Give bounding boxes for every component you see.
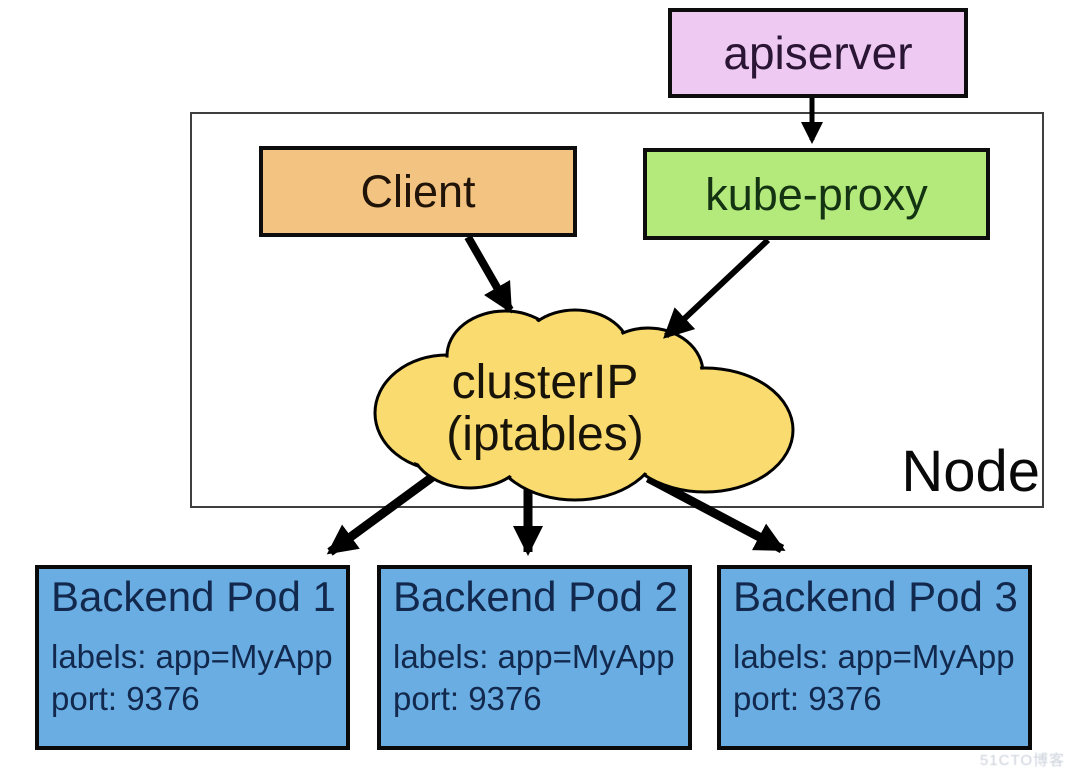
- pod1-labels: labels: app=MyApp: [51, 638, 333, 675]
- pod2-title: Backend Pod 2: [393, 573, 678, 620]
- cloud-fill: [377, 312, 791, 498]
- pod3-port: port: 9376: [733, 680, 882, 717]
- cloud-label-line2: (iptables): [446, 408, 643, 461]
- site-watermark: 51CTO博客: [979, 752, 1065, 769]
- pod1-title: Backend Pod 1: [51, 573, 336, 620]
- arrow-cloud-to-pod3: [645, 474, 786, 553]
- arrow-kubeproxy-to-cloud: [663, 237, 771, 339]
- pod3-title: Backend Pod 3: [733, 573, 1018, 620]
- top-arrows: [464, 98, 823, 339]
- pod2-labels: labels: app=MyApp: [393, 638, 675, 675]
- backend-pod-3-box: Backend Pod 3 labels: app=MyApp port: 93…: [717, 565, 1032, 750]
- clusterip-cloud: clusterIP (iptables): [373, 308, 795, 502]
- pod1-port: port: 9376: [51, 680, 200, 717]
- client-box: Client: [259, 146, 577, 237]
- backend-pod-1-box: Backend Pod 1 labels: app=MyApp port: 93…: [35, 565, 350, 750]
- cloud-label-line1: clusterIP: [452, 356, 639, 409]
- apiserver-label: apiserver: [723, 27, 913, 79]
- kube-proxy-box: kube-proxy: [643, 148, 990, 240]
- client-label: Client: [360, 166, 476, 217]
- pod2-port: port: 9376: [393, 680, 542, 717]
- backend-pod-2-box: Backend Pod 2 labels: app=MyApp port: 93…: [377, 565, 692, 750]
- pod3-labels: labels: app=MyApp: [733, 638, 1015, 675]
- kube-proxy-label: kube-proxy: [705, 168, 928, 220]
- node-label: Node: [901, 439, 1040, 504]
- apiserver-box: apiserver: [668, 8, 968, 98]
- arrow-client-to-cloud: [464, 235, 514, 314]
